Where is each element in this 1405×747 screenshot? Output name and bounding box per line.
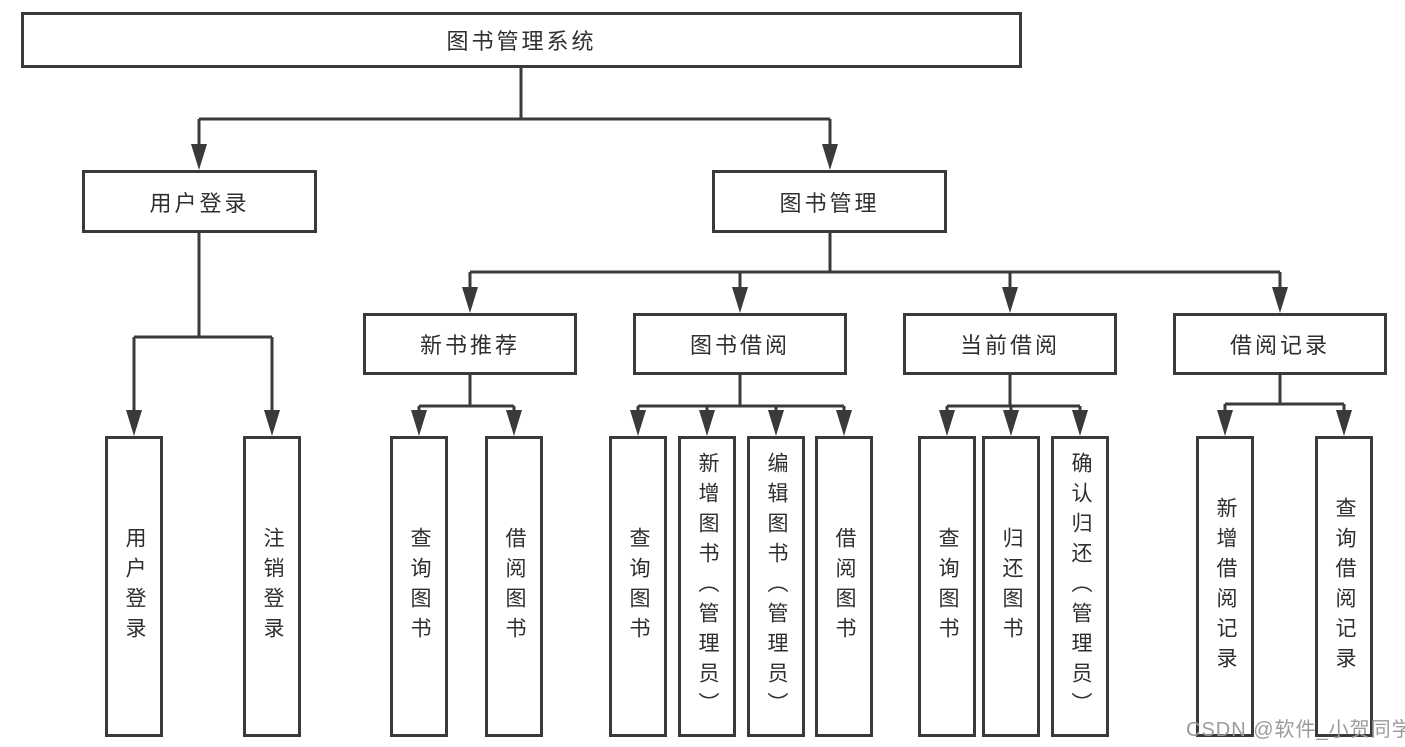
node-borrowing-records: 借阅记录 [1173,313,1387,375]
node-current-borrowing-label: 当前借阅 [959,333,1060,358]
leaf-query-borrow-record: 查询借阅记录 [1315,436,1373,737]
node-user-login: 用户登录 [82,170,317,233]
node-root-label: 图书管理系统 [446,29,597,54]
arrowhead-icons [126,144,1352,436]
leaf-query-borrow-record-label: 查询借阅记录 [1333,496,1356,677]
node-book-management: 图书管理 [712,170,947,233]
leaf-add-books-admin-label: 新增图书（管理员） [696,451,719,722]
leaf-borrow-books-borrowing-label: 借阅图书 [833,526,856,647]
node-book-borrowing: 图书借阅 [633,313,847,375]
leaf-return-books: 归还图书 [982,436,1040,737]
leaf-query-books-recommend: 查询图书 [390,436,448,737]
leaf-user-login-label: 用户登录 [123,526,146,647]
leaf-query-books-current: 查询图书 [918,436,976,737]
node-root: 图书管理系统 [21,12,1022,68]
leaf-edit-books-admin: 编辑图书（管理员） [747,436,805,737]
watermark: CSDN @软件_小贺同学 [1186,719,1405,741]
leaf-logout: 注销登录 [243,436,301,737]
leaf-query-books-recommend-label: 查询图书 [408,526,431,647]
leaf-add-books-admin: 新增图书（管理员） [678,436,736,737]
leaf-add-borrow-record-label: 新增借阅记录 [1214,496,1237,677]
node-new-book-recommend-label: 新书推荐 [419,333,520,358]
leaf-return-books-label: 归还图书 [1000,526,1023,647]
leaf-borrow-books-borrowing: 借阅图书 [815,436,873,737]
leaf-user-login: 用户登录 [105,436,163,737]
leaf-edit-books-admin-label: 编辑图书（管理员） [765,451,788,722]
node-book-borrowing-label: 图书借阅 [689,333,790,358]
leaf-borrow-books-recommend-label: 借阅图书 [503,526,526,647]
leaf-borrow-books-recommend: 借阅图书 [485,436,543,737]
leaf-query-books-borrowing: 查询图书 [609,436,667,737]
node-borrowing-records-label: 借阅记录 [1229,333,1330,358]
leaf-query-books-current-label: 查询图书 [936,526,959,647]
node-current-borrowing: 当前借阅 [903,313,1117,375]
leaf-logout-label: 注销登录 [261,526,284,647]
node-book-management-label: 图书管理 [779,190,880,216]
node-new-book-recommend: 新书推荐 [363,313,577,375]
leaf-confirm-return-admin-label: 确认归还（管理员） [1069,451,1092,722]
leaf-add-borrow-record: 新增借阅记录 [1196,436,1254,737]
leaf-query-books-borrowing-label: 查询图书 [627,526,650,647]
leaf-confirm-return-admin: 确认归还（管理员） [1051,436,1109,737]
node-user-login-label: 用户登录 [149,190,250,216]
